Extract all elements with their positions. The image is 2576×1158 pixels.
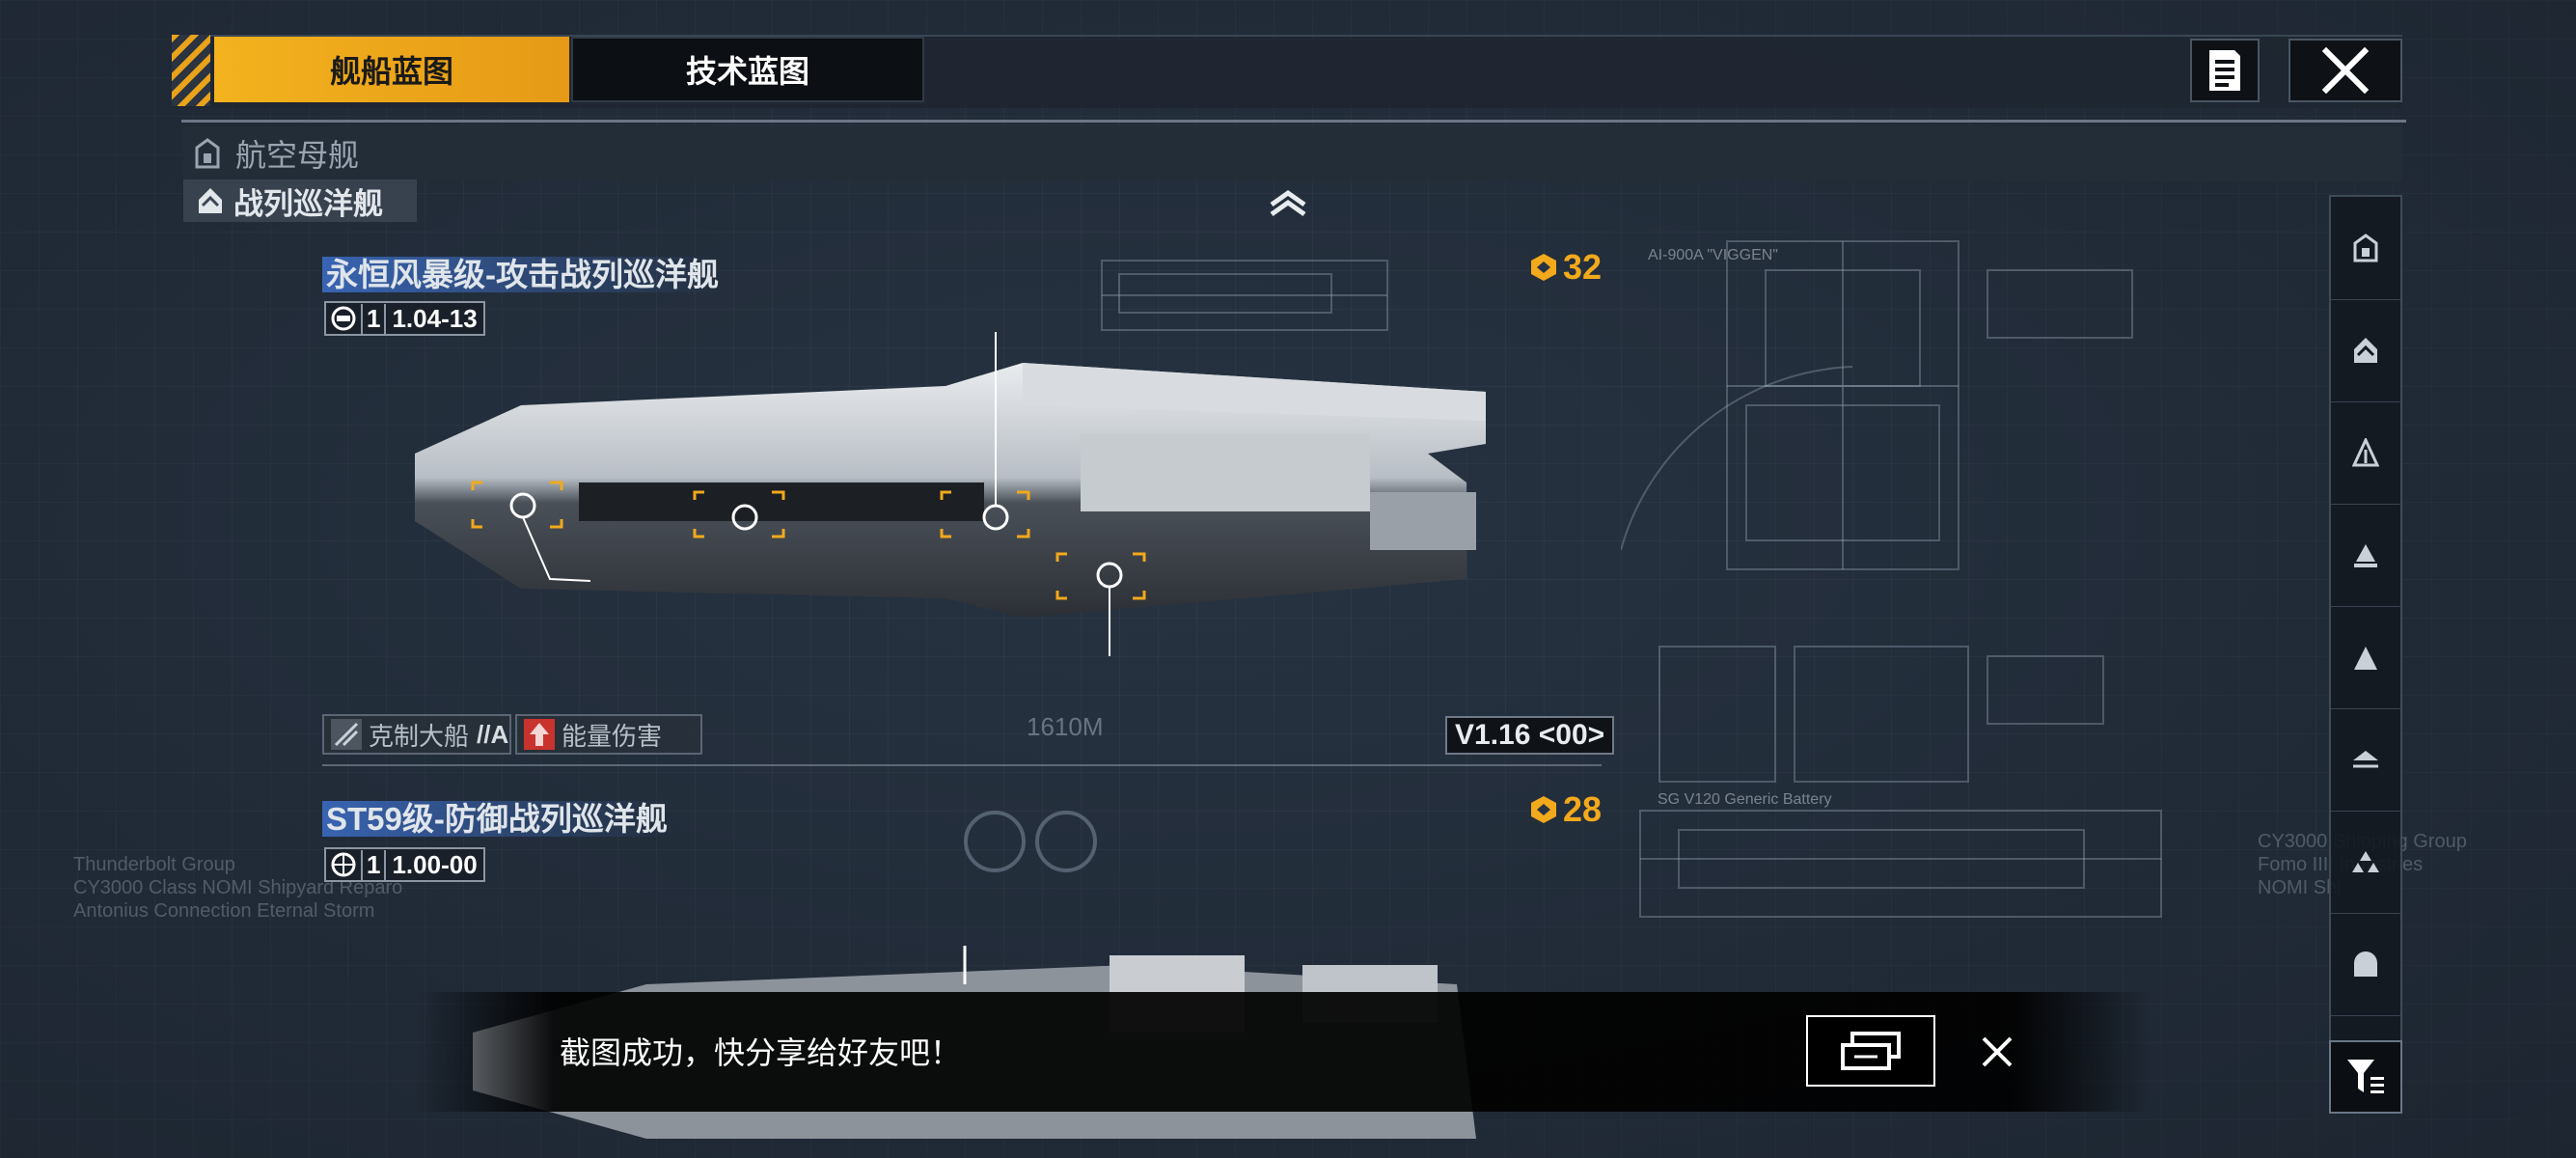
- ship-type-sidebar: [2329, 195, 2402, 1112]
- ship1-version: 1.04-13: [384, 303, 482, 334]
- ruler-line: [322, 764, 1602, 766]
- notes-button[interactable]: [2190, 39, 2260, 102]
- corvette-icon: [2353, 751, 2378, 768]
- ship2-cost-value: 28: [1563, 789, 1603, 829]
- top-bar-stripe: [172, 35, 210, 106]
- battlecruiser-icon: [199, 188, 222, 213]
- ship1-name[interactable]: 永恒风暴级-攻击战列巡洋舰: [322, 249, 723, 295]
- subcategory-tab[interactable]: 战列巡洋舰: [183, 179, 417, 222]
- ship1-length-label: 1610M: [1027, 712, 1104, 741]
- blueprint-gauges: [964, 811, 1097, 872]
- sidebar-item-corvette[interactable]: [2331, 708, 2400, 812]
- sidebar-item-fighter[interactable]: [2331, 811, 2400, 914]
- ship1-schematic-label-text: V1.16 <00>: [1455, 719, 1605, 751]
- ship1-cost-value: 32: [1563, 247, 1603, 287]
- notes-icon: [2209, 50, 2240, 91]
- carrier-icon: [2353, 234, 2378, 262]
- frigate-icon: [2354, 647, 2377, 670]
- ship1-schematic-label: V1.16 <00>: [1445, 716, 1615, 755]
- command-point-icon: [1531, 254, 1556, 281]
- tab-tech-blueprint[interactable]: 技术蓝图: [571, 37, 924, 102]
- tab-tech-blueprint-label: 技术蓝图: [685, 54, 809, 89]
- sidebar-item-battlecruiser[interactable]: [2331, 299, 2400, 402]
- filter-button[interactable]: [2329, 1040, 2402, 1114]
- ship1-cost: 32: [1528, 247, 1602, 288]
- ship1-name-text: 永恒风暴级-攻击战列巡洋舰: [322, 257, 723, 292]
- ship1-faction-icon: [326, 303, 361, 334]
- sidebar-item-carrier[interactable]: [2331, 197, 2400, 300]
- toast-close-button[interactable]: [1968, 1023, 2026, 1081]
- ship2-blueprint-title: SG V120 Generic Battery: [1658, 791, 1832, 808]
- ship2-name-text: ST59级-防御战列巡洋舰: [322, 801, 671, 837]
- destroyer-icon: [2354, 544, 2377, 567]
- blueprint-side-view: [1101, 260, 1388, 331]
- ship1-image[interactable]: [405, 328, 1495, 656]
- sidebar-item-cruiser[interactable]: [2331, 401, 2400, 505]
- counter-icon: [331, 719, 362, 750]
- ship2-cost: 28: [1528, 789, 1602, 830]
- tab-ship-blueprint[interactable]: 舰船蓝图: [214, 37, 569, 102]
- ship2-version-badge: 1 1.00-00: [324, 847, 485, 882]
- command-point-icon: [1531, 796, 1556, 823]
- chevron-up-icon[interactable]: [1268, 189, 1308, 218]
- category-main-label: 航空母舰: [235, 138, 360, 173]
- filter-icon: [2347, 1060, 2384, 1093]
- ship1-level: 1: [361, 303, 384, 334]
- cruiser-icon: [2352, 438, 2379, 467]
- divider-line: [181, 120, 2406, 123]
- fighter-icon: [2352, 851, 2379, 872]
- ship1-version-badge: 1 1.04-13: [324, 301, 485, 336]
- ship2-name[interactable]: ST59级-防御战列巡洋舰: [322, 793, 671, 840]
- ship1-tag-damage-label: 能量伤害: [562, 721, 663, 751]
- carrier-icon: [195, 138, 220, 169]
- support-icon: [2354, 951, 2377, 977]
- ship1-tag-damage: 能量伤害: [515, 714, 702, 755]
- ship2-version: 1.00-00: [384, 849, 482, 880]
- energy-damage-icon: [524, 719, 555, 750]
- share-icon: [1841, 1032, 1901, 1070]
- share-button[interactable]: [1806, 1015, 1935, 1087]
- ship1-tag-counter-label: 克制大船: [369, 721, 470, 751]
- ship1-tag-counter: 克制大船 //A: [322, 714, 511, 755]
- sidebar-item-destroyer[interactable]: [2331, 504, 2400, 607]
- tab-ship-blueprint-label: 舰船蓝图: [329, 54, 453, 89]
- close-icon: [2321, 46, 2370, 95]
- category-bar[interactable]: 航空母舰: [183, 125, 2402, 181]
- close-icon: [1982, 1036, 2013, 1067]
- toast-message: 截图成功，快分享给好友吧！: [560, 1035, 962, 1070]
- close-button[interactable]: [2288, 39, 2402, 102]
- ship2-faction-icon: [326, 849, 361, 880]
- ship1-tag-grade: //A: [477, 719, 509, 749]
- subcategory-label: 战列巡洋舰: [233, 186, 383, 221]
- ship1-blueprint-title: AI-900A "VIGGEN": [1648, 247, 1778, 263]
- sidebar-item-frigate[interactable]: [2331, 606, 2400, 709]
- blueprint-schematic: [1621, 240, 2162, 918]
- ship2-level: 1: [361, 849, 384, 880]
- battlecruiser-icon: [2354, 338, 2377, 363]
- sidebar-item-support[interactable]: [2331, 913, 2400, 1016]
